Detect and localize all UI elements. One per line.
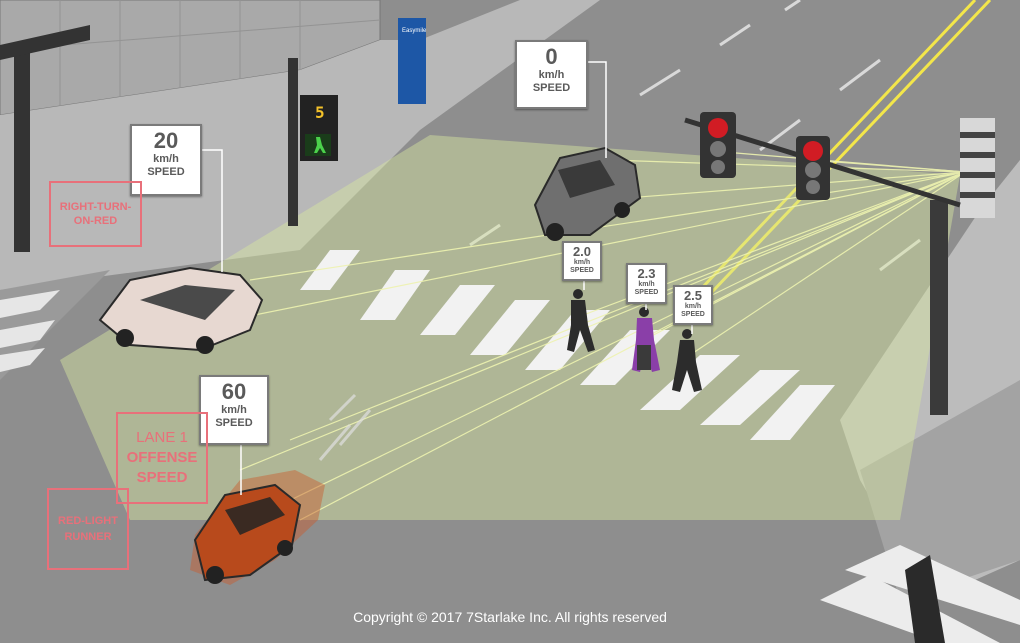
street-sign (398, 18, 426, 104)
speed-label: SPEED (532, 82, 571, 94)
motion-streaks (318, 393, 372, 461)
speed-value: 2.3 (637, 266, 656, 281)
speed-label: SPEED (147, 166, 185, 178)
speed-label: SPEED (634, 289, 659, 296)
speed-label-pedestrian-3: 2.5 km/h SPEED (673, 285, 713, 325)
street-sign-text: Easymile (402, 28, 427, 34)
car-far (533, 146, 642, 241)
speed-label: SPEED (215, 417, 253, 429)
speed-value: 0 (545, 44, 558, 69)
speed-value: 60 (221, 379, 247, 404)
signal-pole (930, 200, 948, 415)
car-red (190, 470, 325, 585)
crosswalk (300, 250, 835, 440)
speed-unit: km/h (221, 404, 247, 416)
speed-label-far-car: 0 km/h SPEED (515, 40, 588, 109)
speed-label-red-car: 60 km/h SPEED (199, 375, 269, 445)
violation-red-light-runner: RED-LIGHT RUNNER (47, 488, 129, 570)
speed-label-white-car: 20 km/h SPEED (130, 124, 202, 196)
ped-signal-pole (288, 58, 298, 226)
traffic-light (700, 112, 736, 178)
pedestrian (632, 307, 660, 372)
speed-unit: km/h (573, 259, 591, 266)
traffic-light (796, 136, 830, 200)
car-white (98, 266, 264, 354)
speed-label-pedestrian-1: 2.0 km/h SPEED (562, 241, 602, 281)
speed-label: SPEED (681, 311, 705, 318)
violation-line: SPEED (136, 469, 188, 486)
violation-line: RUNNER (64, 531, 112, 543)
speed-value: 20 (153, 128, 179, 153)
violation-line: RED-LIGHT (58, 515, 118, 527)
speed-unit: km/h (684, 303, 702, 310)
violation-line: LANE 1 (136, 429, 188, 446)
speed-value: 2.5 (683, 288, 703, 303)
speed-unit: km/h (153, 153, 179, 165)
yellow-line (698, 0, 977, 292)
walk-signal-icon (314, 137, 326, 153)
speed-label-pedestrian-2: 2.3 km/h SPEED (626, 263, 667, 304)
pedestrian (672, 329, 702, 392)
violation-line: ON-RED (73, 215, 118, 227)
foreground-pole (905, 555, 945, 643)
violation-line: OFFENSE (126, 449, 198, 466)
left-pole (14, 42, 30, 252)
speed-label: SPEED (570, 267, 594, 274)
violation-line: RIGHT-TURN- (59, 201, 132, 213)
crosswalk-left (0, 290, 60, 372)
speed-value: 2.0 (572, 244, 592, 259)
building (0, 0, 380, 115)
copyright-text: Copyright © 2017 7Starlake Inc. All righ… (353, 609, 667, 625)
violation-lane-offense-speed: LANE 1 OFFENSE SPEED (116, 412, 208, 504)
violation-right-turn-on-red: RIGHT-TURN- ON-RED (49, 181, 142, 247)
ped-countdown: 5 (315, 103, 325, 122)
yellow-line (710, 0, 992, 294)
pedestrian (567, 289, 595, 352)
speed-unit: km/h (638, 281, 655, 288)
speed-unit: km/h (538, 69, 565, 81)
